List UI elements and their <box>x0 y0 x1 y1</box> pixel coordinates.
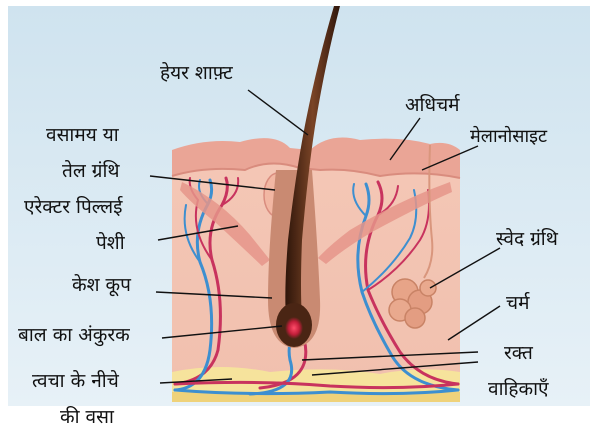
label-sweat-gland: स्वेद ग्रंथि <box>496 228 558 250</box>
label-fat-line1: त्वचा के नीचे <box>32 370 119 392</box>
label-hair-shaft: हेयर शाफ़्ट <box>160 62 233 84</box>
label-sebaceous-line1: वसामय या <box>46 124 119 146</box>
label-hair-bulb: बाल का अंकुरक <box>18 324 130 346</box>
label-dermis: चर्म <box>506 292 529 314</box>
label-arrector-line2: पेशी <box>96 232 125 254</box>
dermal-papilla <box>285 317 303 339</box>
label-follicle: केश कूप <box>72 274 131 296</box>
label-blood-vessels-line1: रक्त <box>504 342 533 364</box>
label-blood-vessels-line2: वाहिकाएँ <box>488 378 549 400</box>
label-fat-line2: की वसा <box>60 406 114 428</box>
label-arrector-line1: एरेक्टर पिल्लई <box>24 196 123 218</box>
label-sebaceous-line2: तेल ग्रंथि <box>62 160 120 182</box>
label-melanocyte: मेलानोसाइट <box>470 126 547 148</box>
label-epidermis: अधिचर्म <box>405 94 460 116</box>
